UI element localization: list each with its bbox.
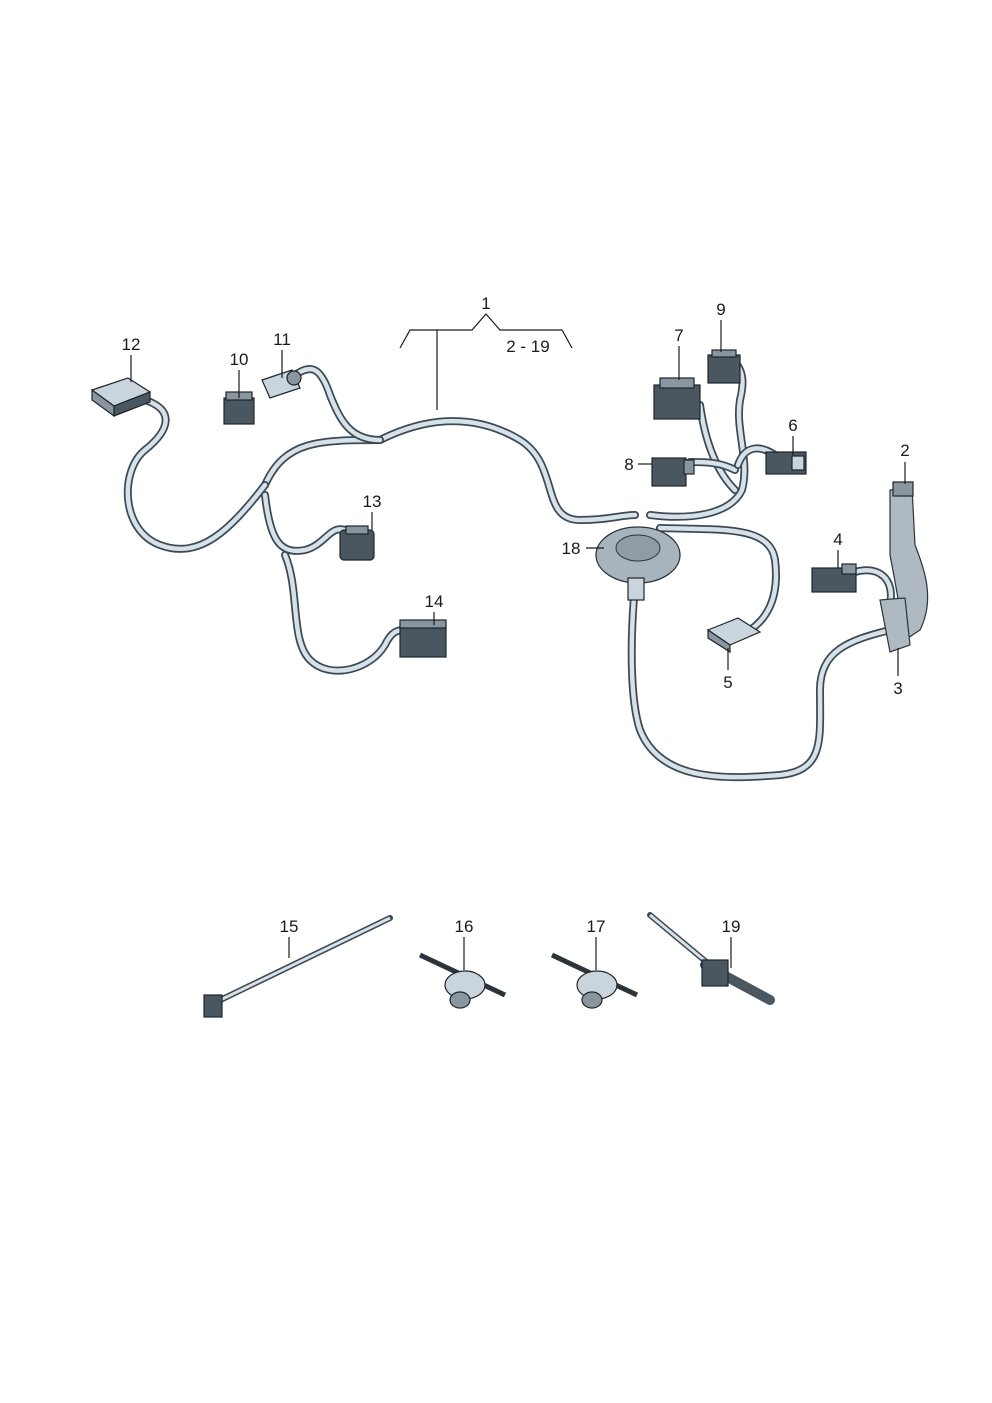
- clip-17: [550, 952, 639, 1009]
- callout-9: 9: [716, 300, 725, 319]
- connector-4: [811, 563, 857, 593]
- wiring-harness: [123, 358, 895, 782]
- connector-14: [399, 619, 447, 658]
- callout-7: 7: [674, 326, 683, 345]
- callout-4: 4: [833, 530, 842, 549]
- connector-7: [653, 377, 701, 420]
- callout-15: 15: [280, 917, 299, 936]
- connector-12: [90, 377, 152, 418]
- callout-19: 19: [722, 917, 741, 936]
- cable-tie-15: [203, 915, 393, 1018]
- callout-1: 1: [481, 294, 490, 313]
- callout-12: 12: [122, 335, 141, 354]
- leader-lines: [130, 313, 906, 970]
- connector-8: [651, 457, 695, 487]
- callout-6: 6: [788, 416, 797, 435]
- callout-2: 2: [900, 441, 909, 460]
- callout-5: 5: [723, 673, 732, 692]
- callout-13: 13: [363, 492, 382, 511]
- connector-9: [707, 349, 741, 384]
- fabric-sleeve: [879, 481, 929, 653]
- connector-13: [339, 525, 375, 561]
- callout-10: 10: [230, 350, 249, 369]
- callout-range: 2 - 19: [506, 337, 549, 356]
- callout-11: 11: [273, 330, 291, 349]
- connector-6: [765, 451, 807, 475]
- callout-16: 16: [455, 917, 474, 936]
- cable-tie-19: [647, 912, 775, 1005]
- grommet: [595, 526, 681, 601]
- clip-16: [418, 952, 507, 1009]
- callout-labels: 1 2 - 19 2 3 4 5 6 7 8 9 10 11 12 13 14 …: [122, 294, 910, 936]
- callout-18: 18: [562, 539, 581, 558]
- callout-14: 14: [425, 592, 444, 611]
- connector-5: [706, 617, 762, 654]
- callout-3: 3: [893, 679, 902, 698]
- callout-8: 8: [624, 455, 633, 474]
- callout-17: 17: [587, 917, 606, 936]
